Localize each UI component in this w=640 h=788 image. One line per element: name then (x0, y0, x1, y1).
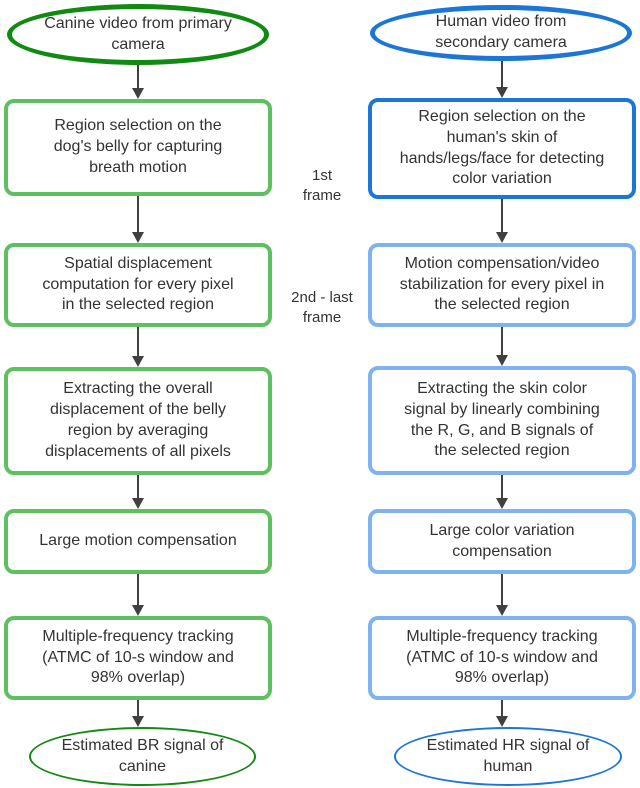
node-label: Multiple-frequency tracking (ATMC of 10-… (42, 627, 234, 687)
large-color-variation-box: Large color variation compensation (368, 509, 636, 574)
second-frame-label: 2nd - last frame (291, 289, 353, 326)
region-selection-human-box: Region selection on the human's skin of … (368, 98, 636, 199)
flow-arrow (496, 199, 508, 243)
flow-arrow (132, 196, 144, 243)
node-label: Estimated BR signal of canine (61, 736, 224, 775)
spatial-displacement-box: Spatial displacement computation for eve… (4, 243, 272, 327)
node-label: Region selection on the human's skin of … (399, 107, 605, 188)
node-label: Estimated HR signal of human (426, 736, 590, 775)
large-motion-compensation-box: Large motion compensation (4, 509, 272, 574)
motion-compensation-box: Motion compensation/video stabilization … (368, 243, 636, 327)
node-label: Large motion compensation (39, 532, 237, 550)
node-label: Multiple-frequency tracking (ATMC of 10-… (406, 627, 598, 687)
canine-video-source-ellipse: Canine video from primary camera (7, 4, 269, 65)
node-label: Spatial displacement computation for eve… (42, 254, 234, 314)
flow-arrow (496, 61, 508, 98)
flow-arrow (496, 475, 508, 509)
region-selection-dog-box: Region selection on the dog's belly for … (4, 99, 272, 196)
node-label: Large color variation compensation (429, 521, 575, 560)
estimated-br-ellipse: Estimated BR signal of canine (29, 727, 256, 786)
flow-arrow (132, 65, 144, 99)
flow-arrow (132, 327, 144, 367)
first-frame-label: 1st frame (302, 167, 342, 204)
node-label: Region selection on the dog's belly for … (53, 117, 223, 176)
overall-displacement-box: Extracting the overall displacement of t… (4, 367, 272, 475)
node-label: Canine video from primary camera (44, 14, 232, 53)
human-video-source-ellipse: Human video from secondary camera (370, 5, 632, 61)
multi-frequency-tracking-canine-box: Multiple-frequency tracking (ATMC of 10-… (4, 616, 272, 700)
skin-color-extraction-box: Extracting the skin color signal by line… (368, 366, 636, 475)
node-label: Extracting the overall displacement of t… (45, 380, 231, 460)
multi-frequency-tracking-human-box: Multiple-frequency tracking (ATMC of 10-… (368, 616, 636, 700)
node-label: Extracting the skin color signal by line… (404, 379, 600, 460)
flow-arrow (496, 574, 508, 616)
flow-arrow (132, 700, 144, 727)
flow-arrow (132, 574, 144, 616)
node-label: Human video from secondary camera (435, 13, 567, 51)
estimated-hr-ellipse: Estimated HR signal of human (394, 727, 622, 786)
node-label: Motion compensation/video stabilization … (399, 254, 605, 314)
flow-arrow (496, 327, 508, 366)
flow-arrow (132, 475, 144, 509)
flow-arrow (496, 700, 508, 727)
